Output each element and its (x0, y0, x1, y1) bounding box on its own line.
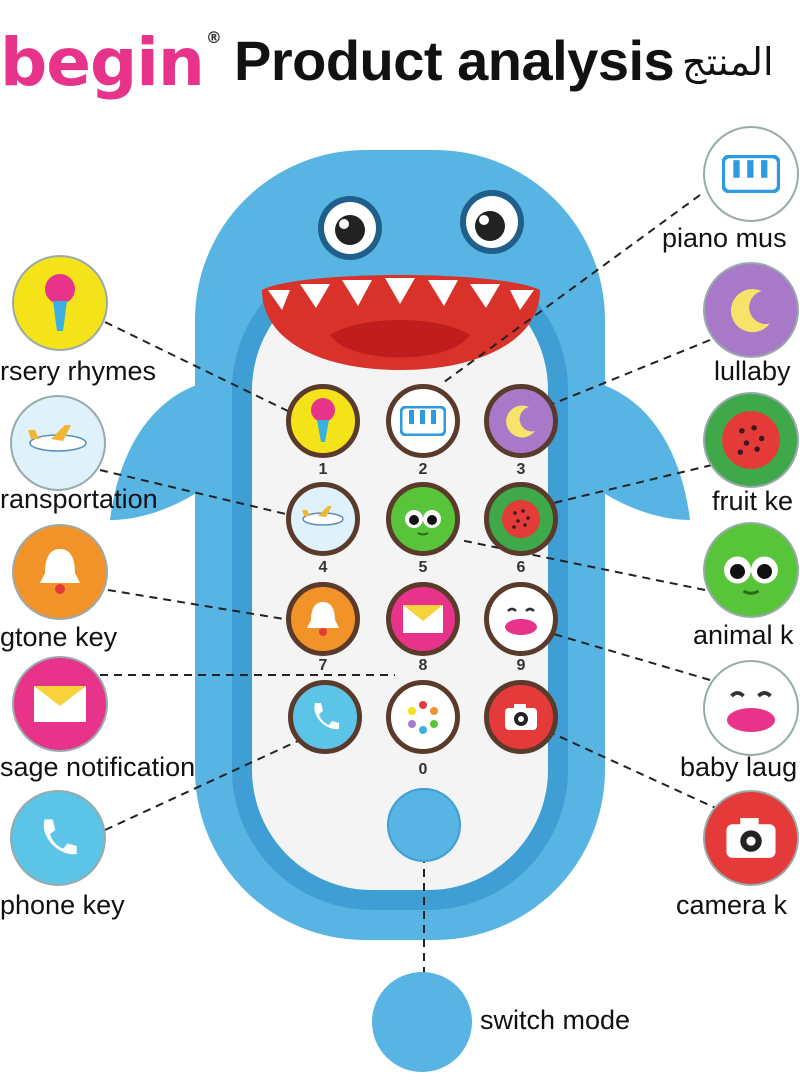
label-animal-key: animal k (693, 620, 794, 650)
key-number-7: 7 (318, 657, 328, 674)
moon-icon (506, 405, 535, 438)
label-lullaby: lullaby (714, 356, 791, 386)
label-piano-music: piano mus (662, 223, 787, 253)
callout-camera-icon (703, 790, 799, 886)
key-4-transportation[interactable] (286, 482, 360, 556)
bell-icon (40, 549, 80, 594)
right-eye (460, 190, 524, 254)
brand-logo: begin® (0, 18, 222, 108)
label-camera-key: camera k (676, 890, 788, 920)
bell-icon (307, 602, 339, 636)
callout-fruit-icon (703, 392, 799, 488)
baby-face-icon (727, 691, 775, 732)
key-number-1: 1 (318, 461, 328, 478)
callout-baby-icon (703, 660, 799, 756)
label-fruit-key: fruit ke (712, 486, 794, 516)
microphone-icon (45, 274, 75, 331)
callout-ringtone-icon (12, 524, 108, 620)
envelope-icon (34, 686, 86, 722)
page-title: Product analysis (234, 29, 675, 92)
label-switch-mode: switch mode (480, 1005, 631, 1035)
key-number-8: 8 (418, 657, 428, 674)
label-baby-laugh: baby laug (680, 752, 798, 782)
envelope-icon (403, 605, 443, 633)
phone-switch-button (387, 788, 461, 862)
switch-mode-button[interactable] (372, 972, 472, 1072)
key-number-5: 5 (418, 559, 428, 576)
microphone-icon (311, 398, 335, 442)
label-phone-key: phone key (0, 890, 125, 920)
shark-teeth (268, 278, 534, 310)
key-5-animal[interactable] (386, 482, 460, 556)
phone-icon (314, 703, 339, 730)
key-number-0: 0 (418, 761, 428, 778)
key-6-fruit[interactable] (484, 482, 558, 556)
key-3-lullaby[interactable] (484, 384, 558, 458)
moon-icon (730, 289, 770, 333)
airplane-icon (28, 425, 87, 452)
key-phone[interactable] (288, 680, 362, 754)
label-transportation: ransportation (0, 484, 158, 514)
left-eye (318, 196, 382, 260)
frog-icon (405, 510, 441, 536)
right-fin (585, 380, 690, 520)
key-number-3: 3 (516, 461, 526, 478)
logo-text: begin (0, 24, 205, 101)
callout-phone-icon (10, 790, 106, 886)
key-7-ringtone[interactable] (286, 582, 360, 656)
arabic-title: المنتج (682, 40, 774, 84)
label-nursery-rhymes: rsery rhymes (0, 356, 157, 386)
callout-animal-icon (703, 522, 799, 618)
camera-icon (505, 704, 537, 730)
connector-lines (99, 194, 721, 975)
watermelon-icon (722, 411, 780, 469)
label-message-notification: sage notification (0, 752, 196, 782)
watermelon-icon (502, 500, 540, 538)
left-fin (110, 380, 215, 520)
frog-icon (724, 556, 778, 595)
key-8-message[interactable] (386, 582, 460, 656)
key-1-nursery[interactable] (286, 384, 360, 458)
color-dots-icon (408, 701, 438, 734)
key-2-piano[interactable] (386, 384, 460, 458)
key-number-6: 6 (516, 559, 526, 576)
piano-icon (722, 155, 780, 193)
callout-transport-icon (10, 395, 106, 491)
key-number-9: 9 (516, 657, 526, 674)
callout-lullaby-icon (703, 262, 799, 358)
callout-message-icon (12, 656, 108, 752)
shark-tongue (330, 320, 470, 358)
callout-nursery-icon (12, 255, 108, 351)
key-0-dots[interactable] (386, 680, 460, 754)
callout-piano-icon (703, 126, 799, 222)
label-ringtone-key: gtone key (0, 622, 118, 652)
camera-icon (726, 818, 776, 858)
key-number-4: 4 (318, 559, 328, 576)
airplane-icon (302, 506, 344, 526)
piano-icon (400, 406, 446, 436)
phone-icon (43, 819, 77, 855)
key-number-2: 2 (418, 461, 428, 478)
key-camera[interactable] (484, 680, 558, 754)
key-9-baby[interactable] (484, 582, 558, 656)
registered-mark: ® (205, 28, 222, 47)
baby-face-icon (505, 607, 537, 635)
